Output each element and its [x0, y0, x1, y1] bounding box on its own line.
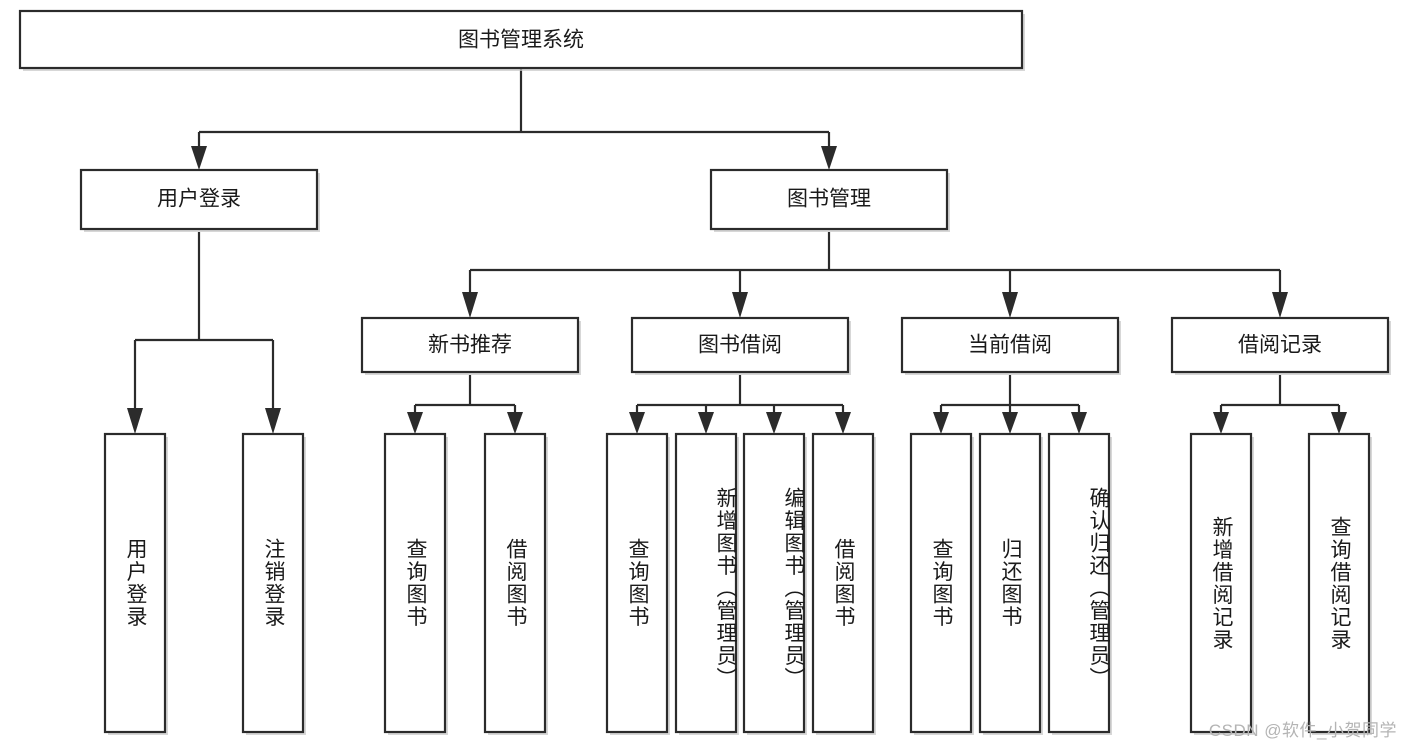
node-label-newbook: 新书推荐 — [428, 334, 512, 357]
node-label-records: 借阅记录 — [1238, 334, 1322, 357]
node-rect[interactable] — [709, 168, 949, 231]
arrow-head-icon — [1272, 292, 1288, 318]
arrow-head-icon — [1071, 412, 1087, 434]
node-rect-leaf-6[interactable] — [674, 432, 738, 734]
node-login[interactable]: 用户登录 — [79, 168, 320, 232]
connector-newbook-to-leaves — [407, 375, 523, 434]
watermark-text: CSDN @软件_小贺同学 — [1208, 721, 1397, 740]
node-rect[interactable] — [630, 316, 850, 374]
arrow-head-icon — [1331, 412, 1347, 434]
connector-root-to-level2 — [191, 68, 837, 170]
node-rect-leaf-10[interactable] — [978, 432, 1042, 734]
arrow-head-icon — [732, 292, 748, 318]
node-label-root: 图书管理系统 — [458, 29, 584, 52]
node-bookmgmt[interactable]: 图书管理 — [709, 168, 950, 232]
arrow-head-icon — [821, 146, 837, 170]
node-label-borrow: 图书借阅 — [698, 334, 782, 357]
arrow-head-icon — [265, 408, 281, 434]
arrow-head-icon — [1213, 412, 1229, 434]
arrow-head-icon — [1002, 292, 1018, 318]
node-rect-leaf-7[interactable] — [742, 432, 806, 734]
connector-bookmgmt-to-level3 — [462, 232, 1288, 318]
arrow-head-icon — [127, 408, 143, 434]
arrow-head-icon — [507, 412, 523, 434]
node-rect-leaf-9[interactable] — [909, 432, 973, 734]
node-label-login: 用户登录 — [157, 188, 241, 211]
arrow-head-icon — [766, 412, 782, 434]
node-rect[interactable] — [360, 316, 580, 374]
node-borrow[interactable]: 图书借阅 — [630, 316, 851, 375]
node-rect-leaf-11[interactable] — [1047, 432, 1111, 734]
arrow-head-icon — [1002, 412, 1018, 434]
arrow-head-icon — [629, 412, 645, 434]
node-root[interactable]: 图书管理系统 — [18, 9, 1025, 71]
node-rect-leaf-5[interactable] — [605, 432, 669, 734]
node-rect[interactable] — [900, 316, 1120, 374]
arrow-head-icon — [698, 412, 714, 434]
node-newbook[interactable]: 新书推荐 — [360, 316, 581, 375]
node-rect-leaf-13[interactable] — [1307, 432, 1371, 734]
node-rect-leaf-1[interactable] — [103, 432, 167, 734]
node-rect-leaf-3[interactable] — [383, 432, 447, 734]
node-rect[interactable] — [79, 168, 319, 231]
node-label-bookmgmt: 图书管理 — [787, 188, 871, 211]
node-rect-leaf-12[interactable] — [1189, 432, 1253, 734]
node-rect[interactable] — [18, 9, 1024, 70]
node-rect-leaf-8[interactable] — [811, 432, 875, 734]
arrow-head-icon — [191, 146, 207, 170]
node-rect-leaf-2[interactable] — [241, 432, 305, 734]
connector-current-to-leaves — [933, 375, 1087, 434]
connector-borrow-to-leaves — [629, 375, 851, 434]
connector-login-to-leaves — [127, 232, 281, 434]
arrow-head-icon — [933, 412, 949, 434]
node-records[interactable]: 借阅记录 — [1170, 316, 1391, 375]
node-rect[interactable] — [1170, 316, 1390, 374]
arrow-head-icon — [462, 292, 478, 318]
node-current[interactable]: 当前借阅 — [900, 316, 1121, 375]
node-rect-leaf-4[interactable] — [483, 432, 547, 734]
arrow-head-icon — [835, 412, 851, 434]
leaf-node-group — [103, 432, 1372, 735]
arrow-head-icon — [407, 412, 423, 434]
node-label-current: 当前借阅 — [968, 334, 1052, 357]
connector-records-to-leaves — [1213, 375, 1347, 434]
